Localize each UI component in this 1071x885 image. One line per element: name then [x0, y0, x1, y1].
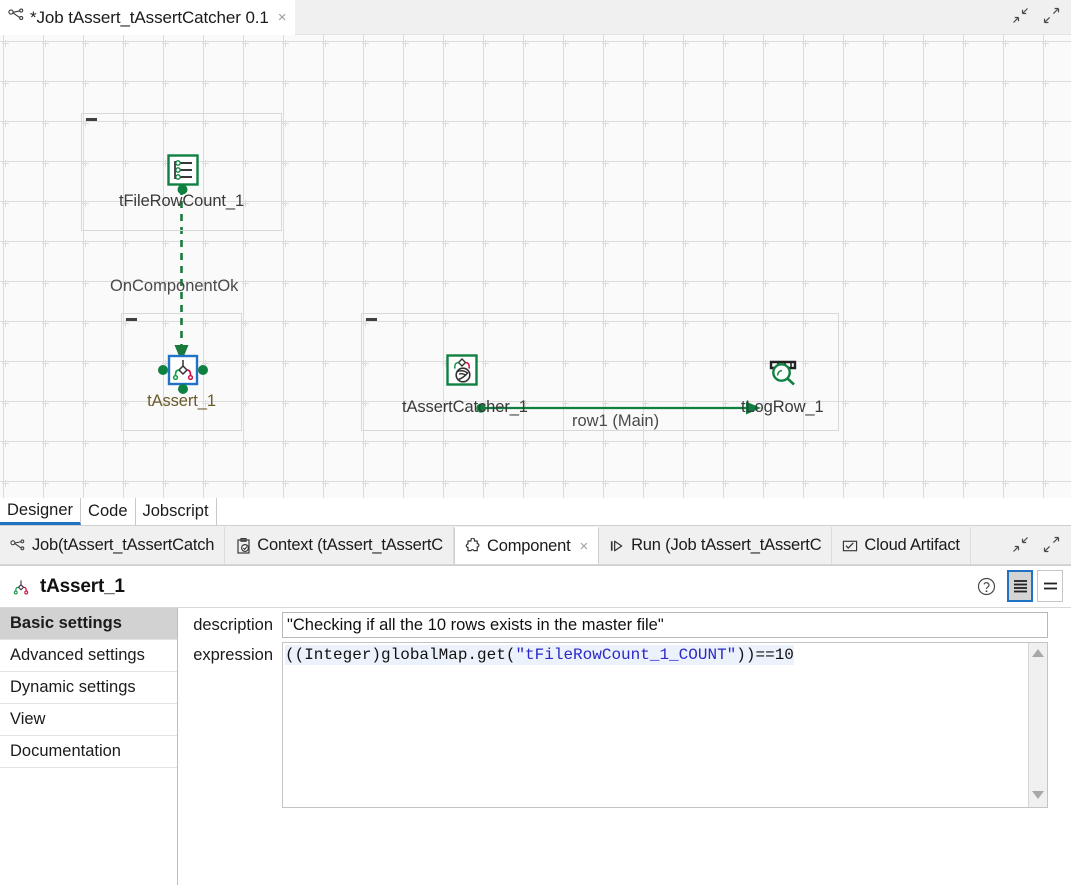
subjob-collapse-handle[interactable] [366, 318, 377, 321]
tab-code-label: Code [88, 502, 128, 520]
settings-item-documentation[interactable]: Documentation [0, 736, 177, 768]
settings-item-label: Basic settings [10, 614, 122, 632]
tab-context[interactable]: Context (tAssert_tAssertC [225, 527, 455, 564]
tab-cloud-artifact[interactable]: Cloud Artifact [832, 527, 971, 564]
canvas-node-label: tLogRow_1 [741, 398, 824, 416]
run-icon [609, 538, 625, 554]
expression-text-area[interactable]: ((Integer)globalMap.get("tFileRowCount_1… [283, 643, 1028, 807]
tab-job-label: Job(tAssert_tAssertCatch [32, 536, 215, 554]
connection-label-row1[interactable]: row1 (Main) [572, 412, 660, 430]
settings-item-basic[interactable]: Basic settings [0, 608, 177, 640]
restore-icon[interactable] [1011, 6, 1030, 25]
subjob-collapse-handle[interactable] [126, 318, 137, 321]
properties-body: Basic settings Advanced settings Dynamic… [0, 608, 1071, 885]
canvas-node-tlogrow[interactable]: tLogRow_1 [741, 350, 824, 416]
expression-editor[interactable]: ((Integer)globalMap.get("tFileRowCount_1… [282, 642, 1048, 808]
settings-item-dynamic[interactable]: Dynamic settings [0, 672, 177, 704]
description-label: description [193, 616, 273, 634]
settings-item-view[interactable]: View [0, 704, 177, 736]
designer-tabbar: Designer Code Jobscript [0, 498, 1071, 526]
canvas-node-label: tFileRowCount_1 [118, 192, 245, 210]
page-title: tAssert_1 [40, 575, 125, 597]
properties-header: tAssert_1 [0, 566, 1071, 608]
settings-item-label: Dynamic settings [10, 678, 136, 696]
scroll-up-icon[interactable] [1032, 649, 1045, 659]
component-properties-panel: tAssert_1 [0, 565, 1071, 885]
tab-jobscript[interactable]: Jobscript [135, 498, 217, 525]
expression-label: expression [193, 646, 273, 664]
description-input[interactable] [282, 612, 1048, 638]
settings-fields: description expression ((Integer)globalM… [178, 608, 1071, 885]
expression-prefix: ((Integer)globalMap.get( [285, 646, 516, 664]
subjob-box-assert[interactable] [121, 313, 242, 431]
editor-tabbar: *Job tAssert_tAssertCatcher 0.1 × [0, 0, 1071, 35]
help-icon[interactable] [969, 569, 1003, 603]
tab-component-label: Component [487, 536, 571, 555]
close-icon[interactable]: × [579, 537, 589, 555]
editor-tab-title: *Job tAssert_tAssertCatcher 0.1 [30, 7, 269, 27]
assert-icon [157, 350, 208, 394]
view-window-controls [1011, 535, 1061, 559]
settings-item-label: View [10, 710, 46, 728]
context-icon [235, 537, 251, 554]
subjob-box-assertcatcher[interactable] [361, 313, 839, 431]
expression-line: ((Integer)globalMap.get("tFileRowCount_1… [285, 645, 794, 665]
restore-icon[interactable] [1011, 535, 1030, 559]
view-tabbar: Job(tAssert_tAssertCatch Context (tAsser… [0, 527, 1071, 565]
canvas-node-label: tAssertCatcher_1 [402, 398, 528, 416]
settings-item-advanced[interactable]: Advanced settings [0, 640, 177, 672]
tab-run-label: Run (Job tAssert_tAssertC [631, 536, 822, 554]
expression-string-literal: "tFileRowCount_1_COUNT" [515, 646, 737, 664]
cloud-artifact-icon [842, 538, 858, 554]
subjob-box-filerowcount[interactable] [81, 113, 282, 231]
list-dense-icon[interactable] [1007, 570, 1033, 602]
settings-tab-list: Basic settings Advanced settings Dynamic… [0, 608, 178, 885]
settings-item-label: Advanced settings [10, 646, 145, 664]
job-design-canvas[interactable]: tFileRowCount_1 OnComponentOk tA [0, 35, 1071, 498]
tab-designer[interactable]: Designer [0, 498, 82, 525]
expression-suffix: ))==10 [736, 646, 794, 664]
file-row-count-icon [163, 150, 201, 195]
puzzle-icon [465, 538, 481, 554]
connection-label-oncomponentok[interactable]: OnComponentOk [110, 277, 239, 295]
subjob-collapse-handle[interactable] [86, 118, 97, 121]
tab-context-label: Context (tAssert_tAssertC [257, 536, 444, 554]
log-row-icon [763, 350, 801, 388]
scroll-down-icon[interactable] [1032, 791, 1045, 801]
assert-catcher-icon [442, 350, 480, 388]
tab-cloud-artifact-label: Cloud Artifact [864, 536, 960, 554]
maximize-icon[interactable] [1042, 535, 1061, 559]
expression-scrollbar[interactable] [1028, 643, 1047, 807]
tab-designer-label: Designer [7, 500, 74, 519]
canvas-node-tassertcatcher[interactable]: tAssertCatcher_1 [402, 350, 528, 416]
tab-run[interactable]: Run (Job tAssert_tAssertC [599, 527, 833, 564]
editor-window-controls [1011, 6, 1061, 25]
list-sparse-icon[interactable] [1037, 570, 1063, 602]
tab-job[interactable]: Job(tAssert_tAssertCatch [0, 527, 226, 564]
settings-item-label: Documentation [10, 742, 121, 760]
job-icon [10, 538, 26, 554]
canvas-node-label: tAssert_1 [147, 392, 216, 410]
job-icon [8, 8, 25, 28]
field-row-description: description [178, 608, 1071, 638]
close-icon[interactable]: × [277, 9, 287, 26]
canvas-node-tassert[interactable]: tAssert_1 [141, 350, 222, 411]
tab-code[interactable]: Code [81, 498, 136, 525]
tab-component[interactable]: Component × [454, 527, 600, 564]
maximize-icon[interactable] [1042, 6, 1061, 25]
assert-icon [10, 576, 32, 598]
canvas-node-tfilerowcount[interactable]: tFileRowCount_1 [119, 150, 244, 211]
field-row-expression: expression ((Integer)globalMap.get("tFil… [178, 638, 1071, 808]
tab-jobscript-label: Jobscript [142, 502, 209, 520]
editor-tab-job[interactable]: *Job tAssert_tAssertCatcher 0.1 × [0, 0, 295, 35]
properties-header-buttons [969, 569, 1063, 603]
